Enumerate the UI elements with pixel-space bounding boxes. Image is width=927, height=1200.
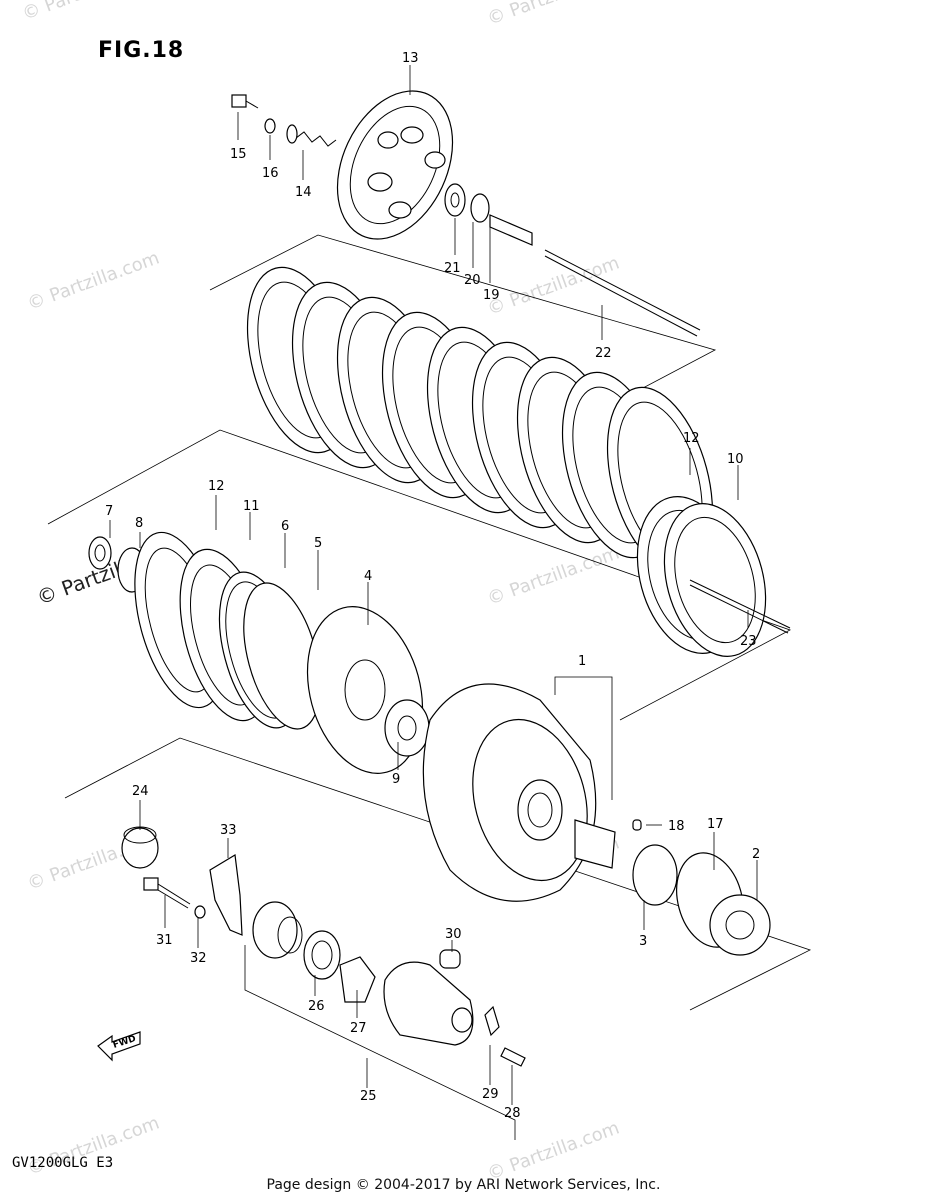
lower-group: [121, 826, 526, 1067]
part-label-29: 29: [482, 1087, 499, 1102]
figure-title: FIG.18: [98, 38, 185, 63]
part-label-23: 23: [740, 634, 757, 649]
part-label-14: 14: [295, 185, 312, 200]
part-label-19: 19: [483, 288, 500, 303]
bracket-25: [244, 945, 516, 1140]
part-label-24: 24: [132, 784, 149, 799]
part-label-28: 28: [504, 1106, 521, 1121]
part-label-13: 13: [402, 51, 419, 66]
watermark: © Partzilla.com: [485, 1117, 623, 1184]
part-label-32: 32: [190, 951, 207, 966]
part-label-17: 17: [707, 817, 724, 832]
part-label-18: 18: [668, 819, 685, 834]
model-code: GV1200GLG E3: [12, 1155, 114, 1171]
part-label-25: 25: [360, 1089, 377, 1104]
leader-lines: [109, 65, 758, 1105]
part-label-2: 2: [752, 847, 760, 862]
part-label-11: 11: [243, 499, 260, 514]
part-label-9: 9: [392, 772, 400, 787]
part-label-30: 30: [445, 927, 462, 942]
page-footer: Page design © 2004-2017 by ARI Network S…: [266, 1177, 661, 1193]
part-label-3: 3: [639, 934, 647, 949]
part-label-7: 7: [105, 504, 113, 519]
part-label-8: 8: [135, 516, 143, 531]
part-label-22: 22: [595, 346, 612, 361]
plates-frame-lower: [47, 429, 791, 721]
clutch-plate-stack: [246, 266, 791, 657]
release-parts: [444, 183, 701, 337]
part-label-31: 31: [156, 933, 173, 948]
part-label-4: 4: [364, 569, 372, 584]
watermark: © Partzilla.com: [485, 542, 623, 609]
watermark: © Partzilla.com: [25, 247, 163, 314]
clutch-housing: [422, 683, 771, 956]
part-label-15: 15: [230, 147, 247, 162]
fwd-arrow: FWD: [97, 1031, 141, 1062]
part-label-5: 5: [314, 536, 322, 551]
part-label-10: 10: [727, 452, 744, 467]
part-label-6: 6: [281, 519, 289, 534]
part-label-20: 20: [464, 273, 481, 288]
part-label-21: 21: [444, 261, 461, 276]
bolt-washer-spring: [231, 94, 337, 147]
part-label-27: 27: [350, 1021, 367, 1036]
watermark: © Partzilla.com: [20, 0, 158, 25]
pressure-plate: [336, 90, 454, 240]
part-label-26: 26: [308, 999, 325, 1014]
part-label-12b: 12: [683, 431, 700, 446]
part-label-12: 12: [208, 479, 225, 494]
part-label-1: 1: [578, 654, 586, 669]
part-labels: 1 2 3 4 5 6 7 8 9 10 11 12 12 13 14 15 1…: [105, 51, 760, 1121]
part-label-16: 16: [262, 166, 279, 181]
part-label-33: 33: [220, 823, 237, 838]
left-group: [88, 531, 430, 774]
watermark: © Partzilla.com: [485, 0, 623, 30]
plates-frame: [209, 234, 717, 409]
